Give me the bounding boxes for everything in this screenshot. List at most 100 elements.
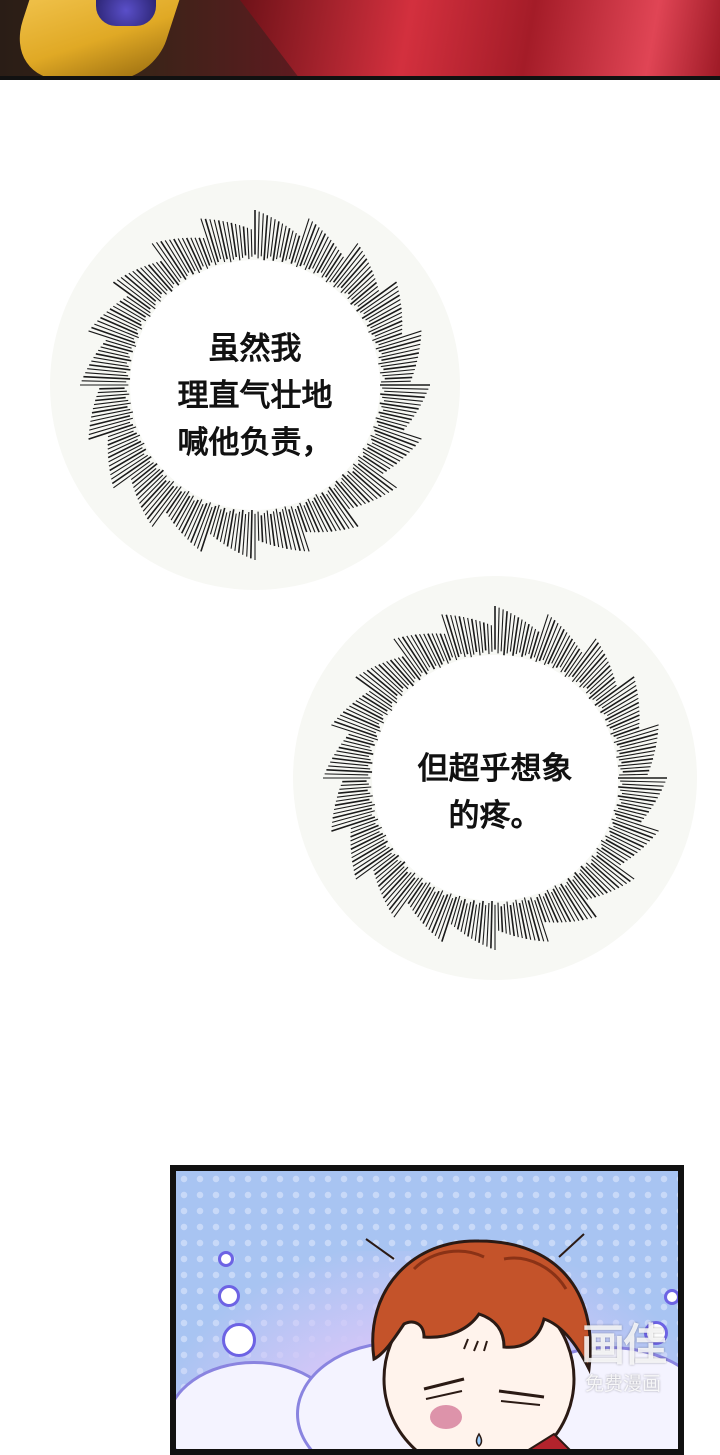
burst-line <box>345 736 375 747</box>
burst-line <box>350 818 379 830</box>
burst-line <box>102 342 134 353</box>
burst-line <box>601 847 625 864</box>
burst-line <box>382 871 409 899</box>
burst-line <box>530 897 545 942</box>
burst-line <box>380 393 425 399</box>
burst-line <box>435 633 449 664</box>
burst-line <box>382 387 429 390</box>
burst-line <box>378 339 421 353</box>
burst-line <box>370 438 407 457</box>
burst-line <box>616 750 656 758</box>
burst-line <box>379 866 405 891</box>
burst-line <box>352 470 382 498</box>
burst-line <box>383 400 421 406</box>
burst-line <box>363 671 398 700</box>
burst-line <box>270 219 276 257</box>
burst-line <box>538 619 556 662</box>
burst-line <box>164 240 188 277</box>
crying-boy-illustration <box>365 1233 592 1449</box>
burst-line <box>401 656 421 681</box>
burst-line <box>371 442 404 459</box>
burst-line <box>378 663 404 689</box>
burst-line <box>97 320 139 339</box>
burst-line <box>134 468 161 492</box>
burst-line <box>381 352 420 362</box>
burst-line <box>290 506 306 552</box>
burst-line <box>340 481 362 506</box>
burst-line <box>500 609 504 652</box>
burst-line <box>527 900 541 942</box>
burst-line <box>406 635 429 672</box>
burst-line <box>378 330 422 346</box>
burst-line <box>613 825 651 842</box>
burst-line <box>571 646 602 683</box>
burst-line <box>368 303 402 323</box>
burst-line <box>299 502 312 533</box>
burst-line <box>123 298 151 317</box>
burst-line <box>612 718 640 731</box>
burst-line <box>185 237 203 270</box>
burst-line <box>107 439 138 454</box>
burst-line <box>419 633 437 666</box>
burst-line <box>450 895 461 925</box>
burst-line <box>571 642 600 678</box>
burst-line <box>614 813 642 823</box>
burst-line <box>288 232 297 260</box>
burst-line <box>340 258 368 289</box>
burst-line <box>335 480 359 508</box>
burst-line <box>113 460 151 489</box>
burst-line <box>91 326 136 344</box>
burst-line <box>486 903 490 947</box>
burst-line <box>482 622 487 651</box>
burst-line <box>308 233 327 270</box>
burst-line <box>180 499 199 534</box>
burst-line <box>437 897 454 939</box>
burst-line <box>381 343 421 355</box>
burst-line <box>119 300 146 318</box>
burst-line <box>98 349 130 358</box>
burst-line <box>95 396 126 402</box>
burst-line <box>533 614 549 658</box>
burst-line <box>622 769 650 773</box>
burst-line <box>374 324 403 337</box>
burst-line <box>311 500 329 533</box>
burst-line <box>159 260 180 286</box>
burst-line <box>263 215 269 261</box>
burst-line <box>168 491 186 517</box>
burst-line <box>506 613 512 654</box>
burst-line <box>608 706 640 723</box>
burst-line <box>146 485 175 520</box>
burst-line <box>223 510 231 545</box>
burst-line <box>156 261 175 285</box>
burst-line <box>193 502 211 546</box>
burst-line <box>200 505 217 552</box>
burst-line <box>490 625 493 652</box>
burst-line <box>331 814 373 828</box>
burst-line <box>107 434 141 450</box>
burst-line <box>585 669 612 694</box>
bubble-dot <box>664 1289 678 1305</box>
burst-line <box>112 305 142 323</box>
burst-line <box>152 263 174 289</box>
burst-line <box>355 700 384 717</box>
burst-line <box>376 420 405 431</box>
burst-line <box>379 368 415 374</box>
burst-line <box>375 859 399 880</box>
burst-line <box>88 423 134 440</box>
burst-line <box>417 886 435 918</box>
burst-line <box>388 877 416 911</box>
burst-line <box>377 424 422 440</box>
burst-line <box>453 900 463 928</box>
burst-line <box>340 262 370 294</box>
burst-line <box>585 866 612 892</box>
burst-line <box>325 256 344 283</box>
burst-line <box>528 628 537 655</box>
burst-line <box>242 226 247 256</box>
burst-line <box>100 346 129 355</box>
burst-line <box>263 512 268 544</box>
burst-line <box>467 900 475 937</box>
burst-line <box>116 279 156 310</box>
burst-line <box>591 859 624 887</box>
burst-line <box>524 626 533 656</box>
